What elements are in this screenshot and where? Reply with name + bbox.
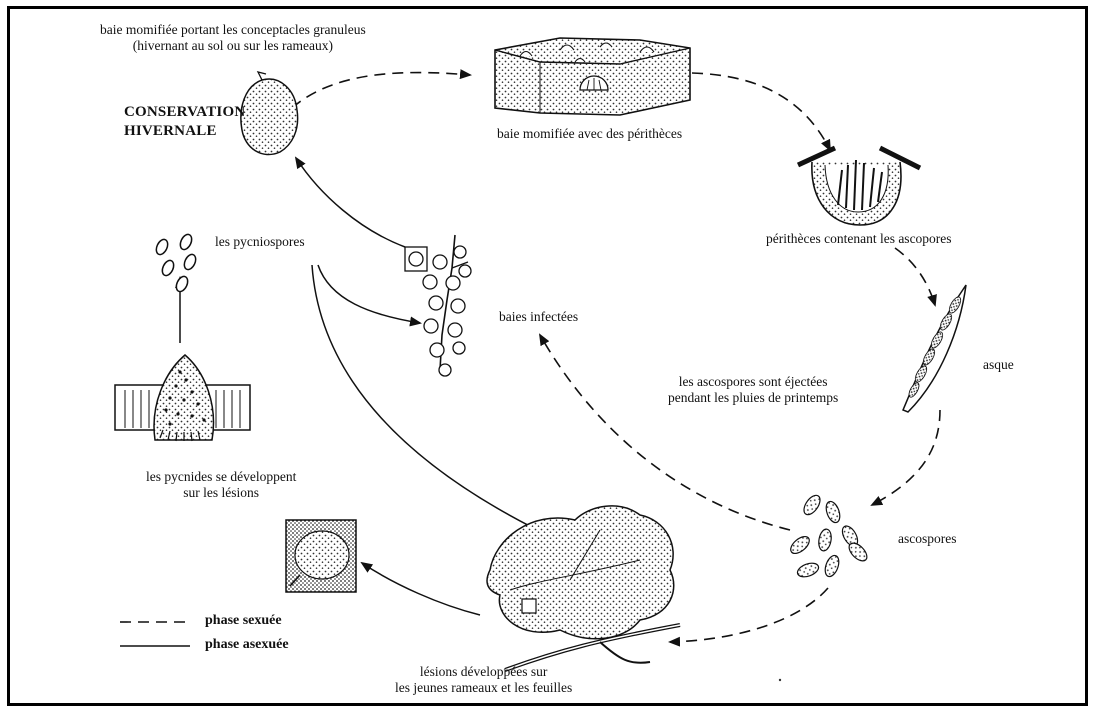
label-pycniospores: les pycniospores	[215, 234, 305, 249]
label-ascospores: ascospores	[898, 531, 957, 546]
arrow-ascus-to-ascospores	[870, 409, 941, 506]
berry-perithecia-block-icon	[494, 37, 691, 116]
label-perithecia-ascospores: périthèces contenant les ascopores	[766, 231, 952, 246]
mummified-berry-icon	[240, 71, 299, 156]
arrow-infected-berries-to-mummy	[294, 156, 406, 248]
arrow-pycnospores-to-lesions	[311, 264, 560, 541]
arrow-mummy-to-perithecia-berry	[291, 69, 472, 109]
ascospores-icon	[790, 494, 868, 578]
leaf-lesions-icon	[486, 505, 681, 672]
arrow-lesions-to-lesion-closeup	[360, 561, 481, 616]
arrow-ascospores-to-infected-berries	[539, 333, 791, 531]
arrow-berry-to-perithecia	[691, 72, 831, 152]
legend-asexual-label: phase asexuée	[205, 637, 289, 652]
label-berry-perithecia: baie momifiée avec des périthèces	[497, 126, 683, 141]
pycniospores-icon	[155, 233, 197, 293]
arrow-pycnospores-to-infected-berries	[317, 264, 422, 327]
infected-berries-icon	[404, 234, 472, 377]
pycnidium-section-icon	[114, 354, 251, 442]
arrow-perithecia-to-ascus	[894, 247, 937, 307]
label-infected-berries: baies infectées	[499, 309, 579, 324]
lesion-closeup-icon	[285, 519, 357, 593]
perithecium-section-icon	[796, 145, 922, 226]
arrow-ascospores-to-lesions	[668, 587, 829, 647]
label-mummified-berry: baie momifiée portant les conceptacles g…	[100, 22, 366, 53]
ascus-icon	[902, 284, 967, 413]
label-ascus: asque	[983, 357, 1014, 372]
legend-sexual-label: phase sexuée	[205, 613, 282, 628]
